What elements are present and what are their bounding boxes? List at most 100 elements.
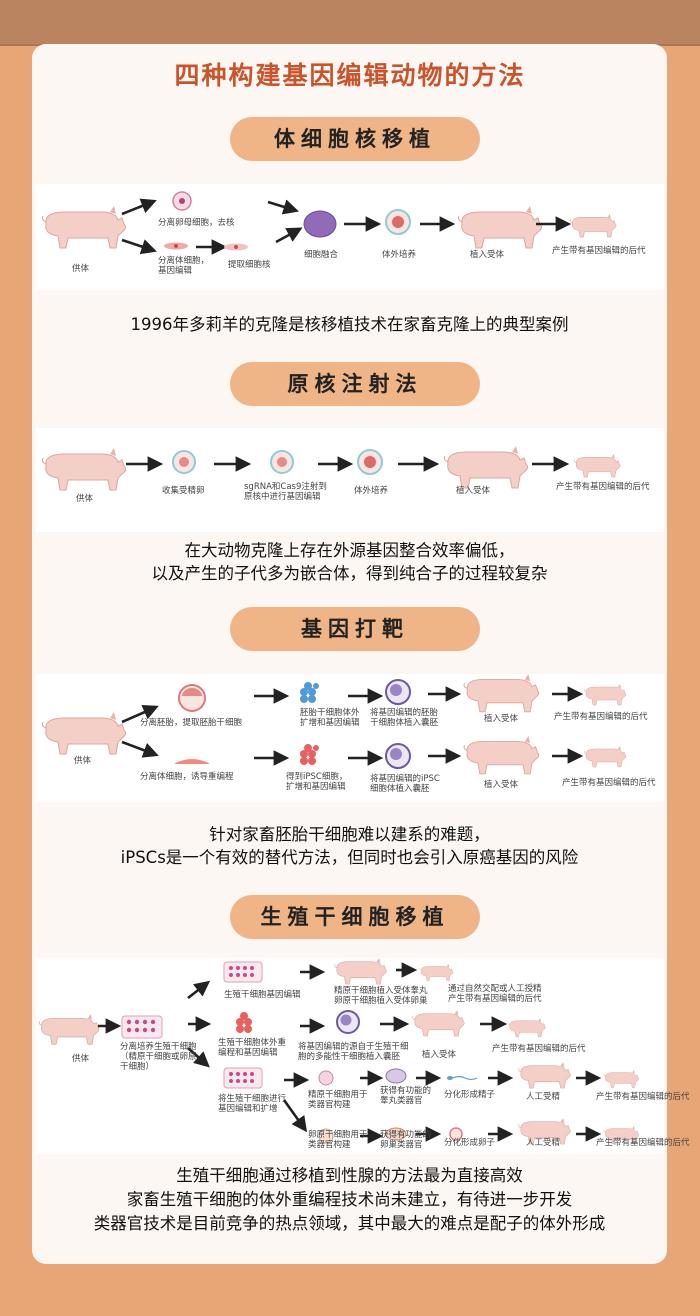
germline-diagram: 供体 分离培养生殖干细胞 （精原干细胞或卵原 干细胞） 生殖干细胞基因编辑 精原… <box>36 958 690 1154</box>
cell-plate-icon <box>121 1015 163 1039</box>
section-heading-targeting: 基因打靶 <box>230 607 480 651</box>
pig-icon <box>518 1118 571 1145</box>
embryo-icon <box>357 449 383 475</box>
label-edit1: 生殖干细胞基因编辑 <box>224 990 301 1000</box>
label-culture: 分离培养生殖干细胞 （精原干细胞或卵原 干细胞） <box>120 1042 197 1072</box>
section-heading-injection: 原核注射法 <box>230 362 480 406</box>
caption-injection: 在大动物克隆上存在外源基因整合效率偏低， 以及产生的子代多为嵌合体，得到纯合子的… <box>32 539 667 585</box>
pig-icon <box>518 1062 571 1089</box>
label-esc-inject: 将基因编辑的胚胎 干细胞体植入囊胚 <box>370 708 439 728</box>
germline-diagram-art <box>38 958 639 1145</box>
label-nucleus: 提取细胞核 <box>228 260 271 270</box>
label-implant: 植入受体 <box>484 714 519 724</box>
piglet-icon <box>583 684 627 706</box>
pig-icon <box>41 448 127 491</box>
page-title: 四种构建基因编辑动物的方法 <box>174 61 526 90</box>
arrow-icon <box>275 227 303 244</box>
label-implant: 植入受体 <box>422 1050 457 1060</box>
label-egg-organoid: 卵原干细胞用于 类器官构建 <box>308 1130 368 1150</box>
label-donor: 供体 <box>72 264 90 274</box>
cell-plate-icon <box>223 961 263 983</box>
section-heading-scnt: 体细胞核移植 <box>230 117 480 161</box>
oocyte-icon <box>172 191 192 211</box>
testis-organoid-icon <box>385 1068 407 1084</box>
label-offspring: 产生带有基因编辑的后代 <box>554 712 648 722</box>
scnt-diagram: 供体 分离卵母细胞，去核 分离体细胞， 基因编辑 提取细胞核 细胞融合 体外培养… <box>36 184 664 290</box>
caption-line: 生殖干细胞通过移植到性腺的方法最为直接高效 <box>176 1166 523 1185</box>
arrow-icon <box>267 199 299 215</box>
pig-icon <box>463 674 540 713</box>
label-offspring: 产生带有基因编辑的后代 <box>562 778 656 788</box>
piglet-icon <box>583 746 627 768</box>
label-edit2: 生殖干细胞体外重 编程和基因编辑 <box>218 1038 287 1058</box>
label-offspring: 产生带有基因编辑的后代 <box>492 1044 586 1054</box>
caption-scnt: 1996年多莉羊的克隆是核移植技术在家畜克隆上的典型案例 <box>130 315 569 334</box>
nucleus-cell-icon <box>224 243 248 251</box>
pig-icon <box>457 206 543 249</box>
blastocyst-inject-icon <box>385 679 411 705</box>
label-transplant: 精原干细胞植入受体睾丸 卵原干细胞植入受体卵巢 <box>334 986 428 1006</box>
targeting-diagram-art <box>41 674 627 775</box>
label-ipsc: 得到iPSC细胞， 扩增和基因编辑 <box>286 772 348 792</box>
injection-diagram: 供体 收集受精卵 sgRNA和Cas9注射到 原核中进行基因编辑 体外培养 植入… <box>36 428 664 532</box>
pig-icon <box>463 736 540 775</box>
label-implant: 植入受体 <box>470 250 505 260</box>
label-somatic: 分离体细胞，诱导重编程 <box>140 772 234 782</box>
label-pluri: 将基因编辑的源自于生殖干细 胞的多能性干细胞植入囊胚 <box>298 1042 409 1062</box>
cell-plate-icon <box>223 1067 263 1089</box>
arrow-icon <box>121 740 159 758</box>
label-donor: 供体 <box>72 1054 90 1064</box>
label-testis: 获得有功能的 睾丸类器官 <box>380 1086 432 1106</box>
injected-zygote-icon <box>270 450 294 474</box>
ovary-organoid-icon <box>385 1127 407 1141</box>
pig-icon <box>41 712 127 755</box>
blastocyst-inject-icon <box>385 743 411 769</box>
ipsc-cluster-icon <box>300 744 319 765</box>
label-ipsc-inject: 将基因编辑的iPSC 细胞体植入囊胚 <box>370 774 440 794</box>
somatic-cell-icon <box>174 759 210 764</box>
pig-icon <box>38 1014 100 1045</box>
arrow-icon <box>121 198 157 216</box>
label-embryo: 分离胚胎，提取胚胎干细胞 <box>140 718 243 728</box>
label-sperm: 分化形成精子 <box>444 1090 496 1100</box>
pig-icon <box>41 206 127 249</box>
somatic-cell-icon <box>164 242 188 250</box>
label-inject: sgRNA和Cas9注射到 原核中进行基因编辑 <box>244 482 327 502</box>
label-offspring: 产生带有基因编辑的后代 <box>552 246 646 256</box>
sperm-icon <box>447 1075 478 1081</box>
zygote-icon <box>172 450 196 474</box>
label-natural: 通过自然交配或人工授精 产生带有基因编辑的后代 <box>448 984 542 1004</box>
top-banner <box>0 0 700 46</box>
label-fusion: 细胞融合 <box>304 250 339 260</box>
spermatogonia-icon <box>318 1070 334 1086</box>
arrow-icon <box>187 980 211 1000</box>
label-edit3: 将生殖干细胞进行 基因编辑和扩增 <box>218 1094 287 1114</box>
piglet-icon <box>603 1126 639 1144</box>
label-culture: 体外培养 <box>382 250 417 260</box>
oogonia-icon <box>318 1128 334 1144</box>
arrow-icon <box>121 705 159 724</box>
caption-line: iPSCs是一个有效的替代方法，但同时也会引入原癌基因的风险 <box>120 848 579 867</box>
piglet-icon <box>419 964 454 982</box>
caption-line: 以及产生的子代多为嵌合体，得到纯合子的过程较复杂 <box>151 564 548 583</box>
caption-line: 在大动物克隆上存在外源基因整合效率偏低， <box>184 541 515 560</box>
label-ovary: 获得有功能的 卵巢类器官 <box>380 1130 432 1150</box>
label-offspring: 产生带有基因编辑的后代 <box>556 482 650 492</box>
arrow-icon <box>187 1047 210 1068</box>
piglet-icon <box>603 1070 639 1088</box>
caption-targeting: 针对家畜胚胎干细胞难以建系的难题， iPSCs是一个有效的替代方法，但同时也会引… <box>32 823 667 869</box>
label-donor: 供体 <box>74 756 92 766</box>
pig-icon <box>412 1010 465 1037</box>
scnt-diagram-art <box>41 191 617 255</box>
label-somatic: 分离体细胞， 基因编辑 <box>158 256 210 276</box>
blastocyst-icon <box>178 684 206 712</box>
targeting-diagram: 供体 分离胚胎，提取胚胎干细胞 胚胎干细胞体外 扩增和基因编辑 将基因编辑的胚胎… <box>36 674 664 802</box>
piglet-icon <box>570 214 617 238</box>
pig-icon <box>443 446 529 489</box>
embryo-icon <box>385 209 411 235</box>
label-donor: 供体 <box>76 494 94 504</box>
label-offspring: 产生带有基因编辑的后代 <box>596 1138 690 1148</box>
pig-icon <box>334 958 387 985</box>
egg-icon <box>449 1127 463 1141</box>
label-esc: 胚胎干细胞体外 扩增和基因编辑 <box>300 708 360 728</box>
